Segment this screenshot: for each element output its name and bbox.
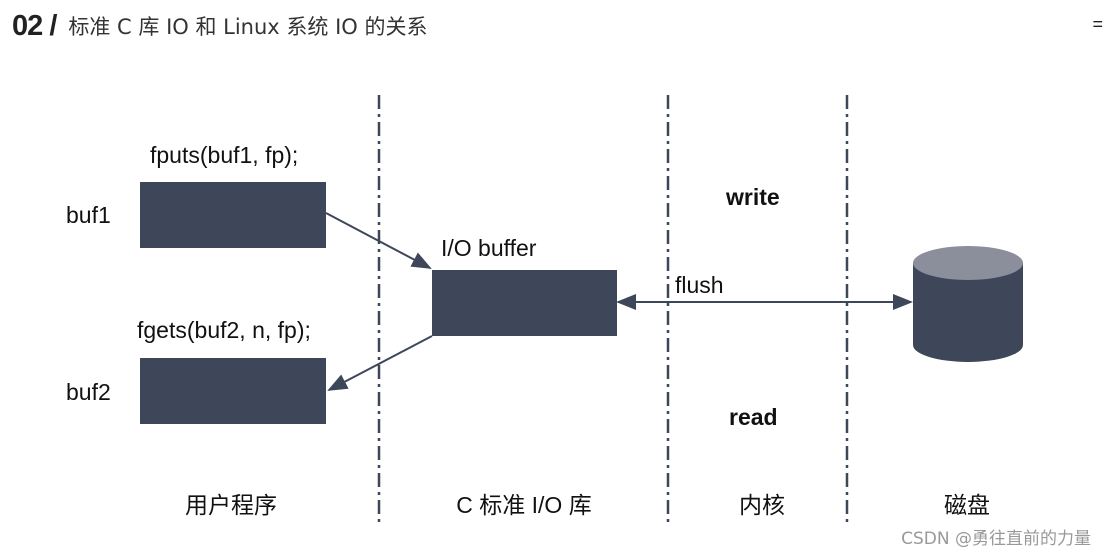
io-buffer-label: I/O buffer <box>441 235 537 261</box>
disk-icon <box>913 246 1023 362</box>
fgets-arrow <box>327 335 433 391</box>
menu-icon[interactable]: = <box>1092 14 1103 34</box>
column-c-stdio: C 标准 I/O 库 <box>456 492 591 518</box>
page-title: 标准 C 库 IO 和 Linux 系统 IO 的关系 <box>68 15 428 39</box>
fputs-arrow <box>325 212 432 269</box>
fputs-label: fputs(buf1, fp); <box>150 142 298 168</box>
buf1-label: buf1 <box>66 202 111 228</box>
header: 02 / 标准 C 库 IO 和 Linux 系统 IO 的关系 <box>12 6 427 46</box>
fgets-label: fgets(buf2, n, fp); <box>137 317 311 343</box>
column-user-program: 用户程序 <box>185 492 277 518</box>
read-label: read <box>729 404 778 430</box>
io-buffer-box <box>432 270 617 336</box>
watermark: CSDN @勇往直前的力量 <box>901 529 1091 549</box>
column-disk: 磁盘 <box>944 492 990 518</box>
buf2-box <box>140 358 326 424</box>
flush-label: flush <box>675 272 724 298</box>
buf2-label: buf2 <box>66 379 111 405</box>
buf1-box <box>140 182 326 248</box>
write-label: write <box>725 184 780 210</box>
column-kernel: 内核 <box>739 492 785 518</box>
section-number: 02 / <box>12 9 57 42</box>
